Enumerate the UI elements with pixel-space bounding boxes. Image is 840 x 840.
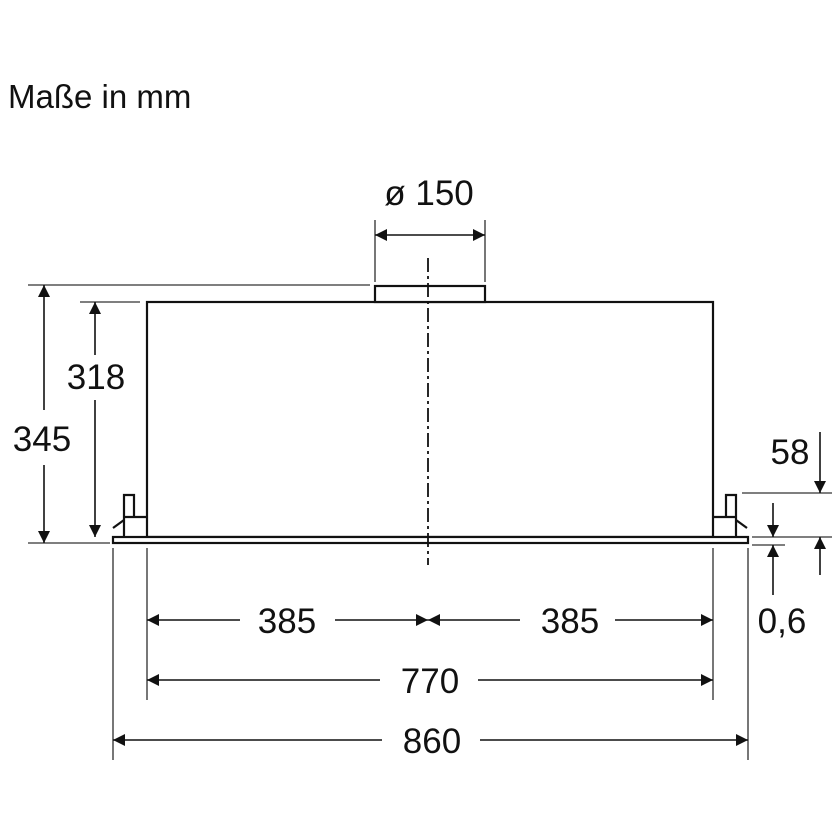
dim-label-860: 860 [403,722,461,761]
dim-label-diameter: ø 150 [384,174,474,213]
dim-label-345: 345 [13,420,71,459]
dim-clip-and-frame: 58 0,6 [742,432,832,641]
dim-label-318: 318 [67,358,125,397]
right-clip [713,493,748,537]
left-clip [122,493,147,537]
hood-body [145,300,715,539]
frame-flange [111,535,750,545]
dim-total-height: 345 [13,284,370,544]
page-title: Maße in mm [8,78,191,115]
dim-duct-diameter: ø 150 [374,174,486,282]
dim-widths: 385 385 770 860 [112,548,749,761]
dim-label-0-6: 0,6 [758,602,807,641]
dim-label-58: 58 [771,433,810,472]
hood-outline [111,258,750,565]
dim-body-height: 318 [67,301,140,537]
duct-collar [373,284,487,304]
dim-label-770: 770 [401,662,459,701]
dim-label-385-left: 385 [258,602,316,641]
dim-label-385-right: 385 [541,602,599,641]
